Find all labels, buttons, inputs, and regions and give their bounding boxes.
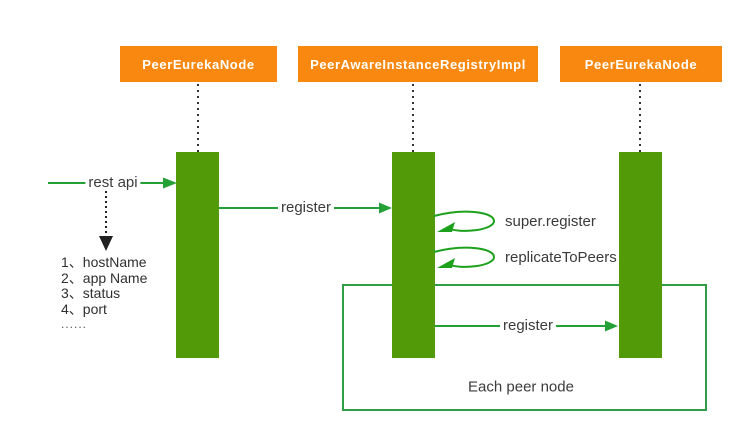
each-peer-node-frame bbox=[342, 284, 707, 411]
note-arrowhead-icon bbox=[99, 236, 113, 251]
activation-bar-left bbox=[176, 152, 219, 358]
super-register-label: super.register bbox=[505, 213, 596, 230]
replicate-to-peers-loop-arrowhead-icon bbox=[437, 258, 455, 268]
each-peer-node-label: Each peer node bbox=[468, 378, 574, 396]
replicate-to-peers-label: replicateToPeers bbox=[505, 249, 617, 266]
note-item-hostname: 1、hostName bbox=[61, 254, 147, 270]
register-arrowhead-icon-1 bbox=[379, 202, 392, 214]
super-register-loop-arrowhead-icon bbox=[437, 222, 455, 232]
note-list: 1、hostName 2、app Name 3、status 4、port ..… bbox=[61, 254, 148, 333]
super-register-loop bbox=[433, 210, 496, 232]
actor-label: PeerEurekaNode bbox=[142, 56, 255, 72]
register-label-1: register bbox=[277, 200, 335, 216]
actor-label: PeerEurekaNode bbox=[584, 56, 698, 72]
rest-api-label: rest api bbox=[85, 175, 141, 191]
note-item-port: 4、port bbox=[61, 300, 107, 317]
activation-bar-right bbox=[619, 152, 662, 358]
rest-api-arrowhead-icon bbox=[163, 177, 177, 189]
actor-box-peer-aware-instance-registry-impl: PeerAwareInstanceRegistryImpl bbox=[298, 46, 538, 82]
actor-box-peer-eureka-node-left: PeerEurekaNode bbox=[120, 46, 277, 82]
actor-label: PeerAwareInstanceRegistryImpl bbox=[310, 56, 526, 72]
register-label-2: register bbox=[499, 318, 557, 334]
replicate-to-peers-loop bbox=[433, 246, 496, 268]
note-item-appname: 2、app Name bbox=[61, 269, 148, 286]
activation-bar-middle bbox=[392, 152, 435, 358]
actor-box-peer-eureka-node-right: PeerEurekaNode bbox=[560, 46, 722, 82]
note-item-ellipsis: ...... bbox=[61, 317, 88, 331]
note-item-status: 3、status bbox=[61, 285, 121, 301]
